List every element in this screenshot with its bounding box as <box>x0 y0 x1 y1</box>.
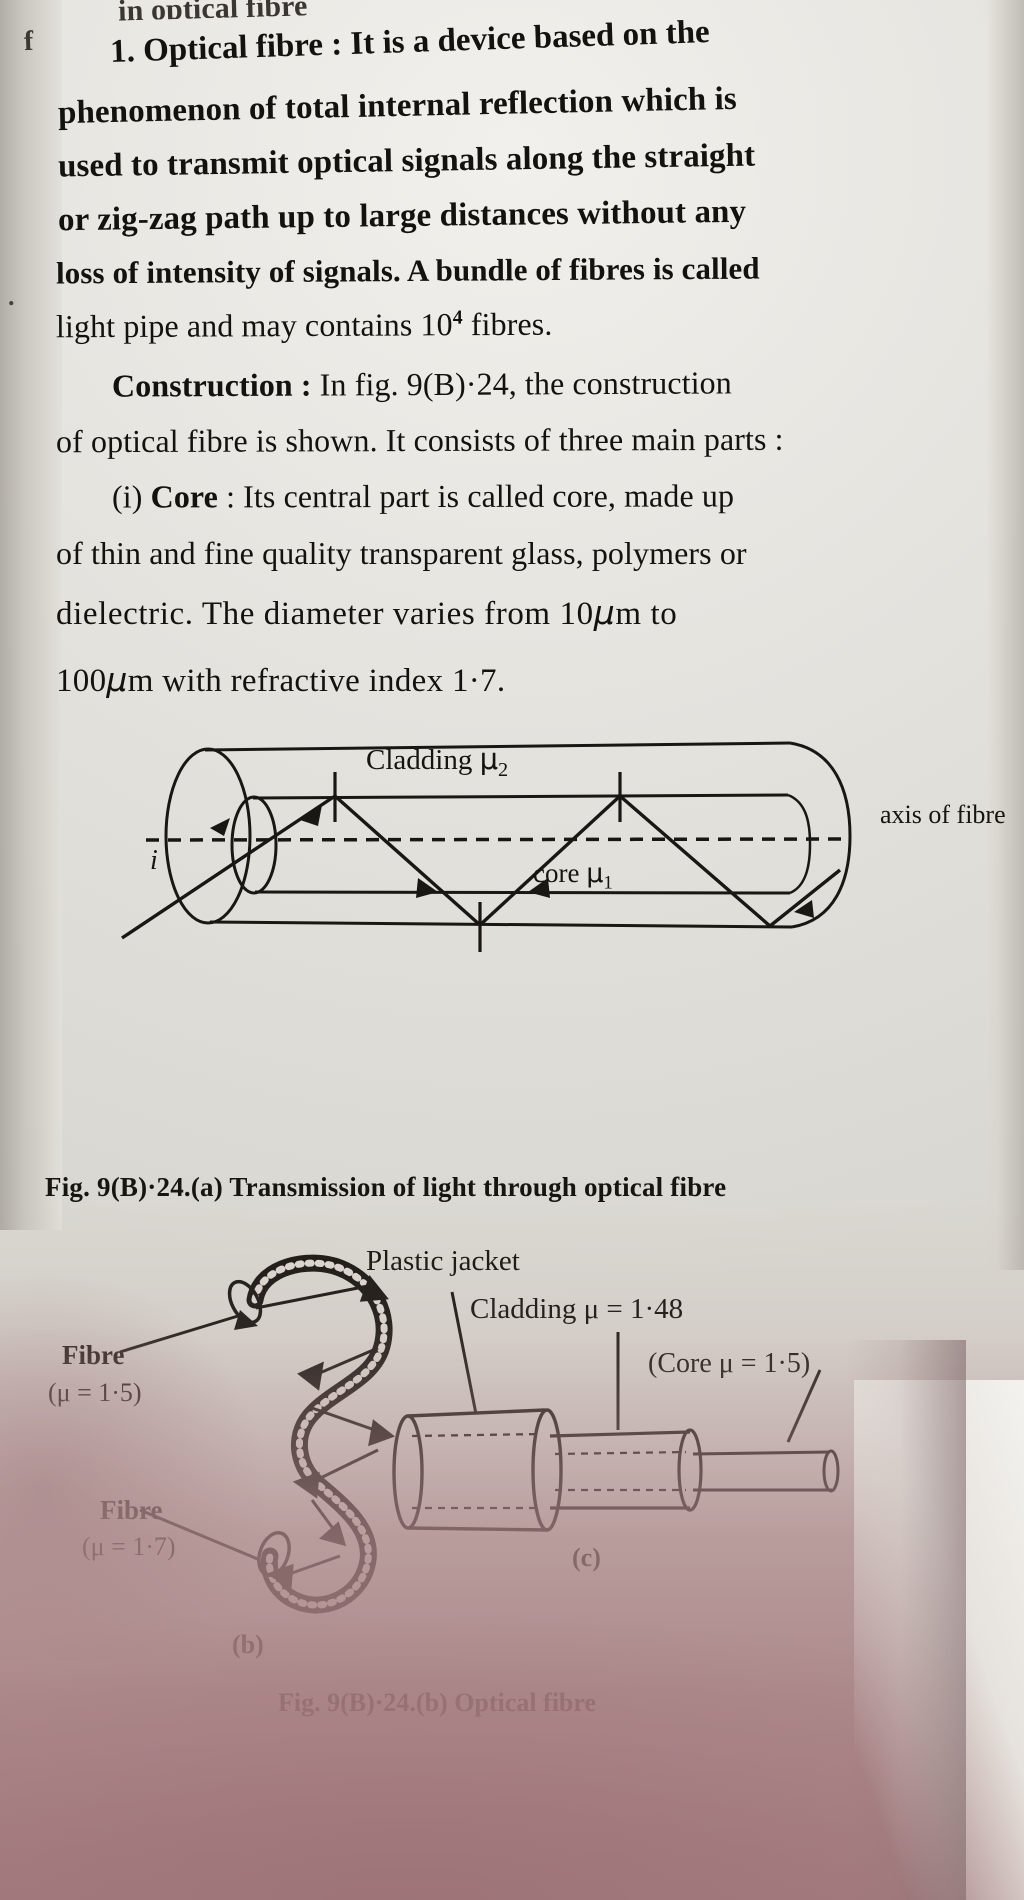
figure-a-incidence-angle-label: i <box>150 845 158 876</box>
figure-c-cladding-label: Cladding μ = 1·48 <box>470 1293 684 1325</box>
paragraph-1-line-6: light pipe and may contains 104 fibres. <box>55 305 553 345</box>
ray-arrowheads <box>210 805 814 918</box>
figure-a-cladding-label: Cladding μ2 <box>366 742 509 781</box>
paragraph-1-line-1: 1. Optical fibre : It is a device based … <box>109 14 711 70</box>
figure-a-core-label: core μ1 <box>533 858 613 894</box>
left-margin-glyph: f <box>23 25 34 58</box>
figure-c-part-label: (c) <box>572 1543 601 1572</box>
paragraph-3-line-1: (i) Core : Its central part is called co… <box>111 477 735 515</box>
figure-a-svg <box>121 741 852 952</box>
paragraph-2-line-1: Construction : In fig. 9(B)·24, the cons… <box>111 364 732 404</box>
paragraph-3-line-3: dielectric. The diameter varies from 10μ… <box>56 593 678 632</box>
figure-b-fibre2-value: (μ = 1·7) <box>82 1532 176 1561</box>
book-spine-shadow <box>0 0 62 1230</box>
right-page-shadow <box>986 0 1024 1270</box>
figure-c-plastic-jacket-label: Plastic jacket <box>366 1245 520 1277</box>
figure-b-part-label: (b) <box>232 1630 264 1659</box>
figure-b-leader-1 <box>119 1310 258 1354</box>
core-lead: (i) Core : <box>111 478 236 515</box>
paragraph-3-line-2: of thin and fine quality transparent gla… <box>56 535 747 571</box>
paragraph-2-line-2: of optical fibre is shown. It consists o… <box>55 420 784 460</box>
figure-c-diagram <box>390 1291 960 1560</box>
figure-c-core-label: (Core μ = 1·5) <box>648 1348 811 1379</box>
paragraph-1-line-5: loss of intensity of signals. A bundle o… <box>55 250 760 291</box>
figure-b-fibre1-name: Fibre <box>62 1340 125 1370</box>
paragraph-3-line-4: 100μm with refractive index 1·7. <box>56 660 506 699</box>
figure-b-caption: Fig. 9(B)·24.(b) Optical fibre <box>278 1688 596 1717</box>
figure-b-fibre2-name: Fibre <box>100 1495 163 1525</box>
figure-c-svg <box>392 1291 840 1532</box>
figure-b-fibre1-value: (μ = 1·5) <box>48 1378 142 1407</box>
paragraph-1-line-3: used to transmit optical signals along t… <box>57 137 756 185</box>
clipped-top-line: in optical fibre <box>117 0 308 21</box>
left-margin-mark: . <box>8 282 15 311</box>
construction-lead: Construction : <box>111 366 312 404</box>
paragraph-1-line-4: or zig-zag path up to large distances wi… <box>57 193 747 239</box>
figure-a-caption: Fig. 9(B)·24.(a) Transmission of light t… <box>45 1172 727 1202</box>
figure-a-axis-label: axis of fibre <box>880 800 1006 829</box>
figure-a-diagram <box>121 710 910 970</box>
paragraph-1-line-2: phenomenon of total internal reflection … <box>57 80 738 132</box>
